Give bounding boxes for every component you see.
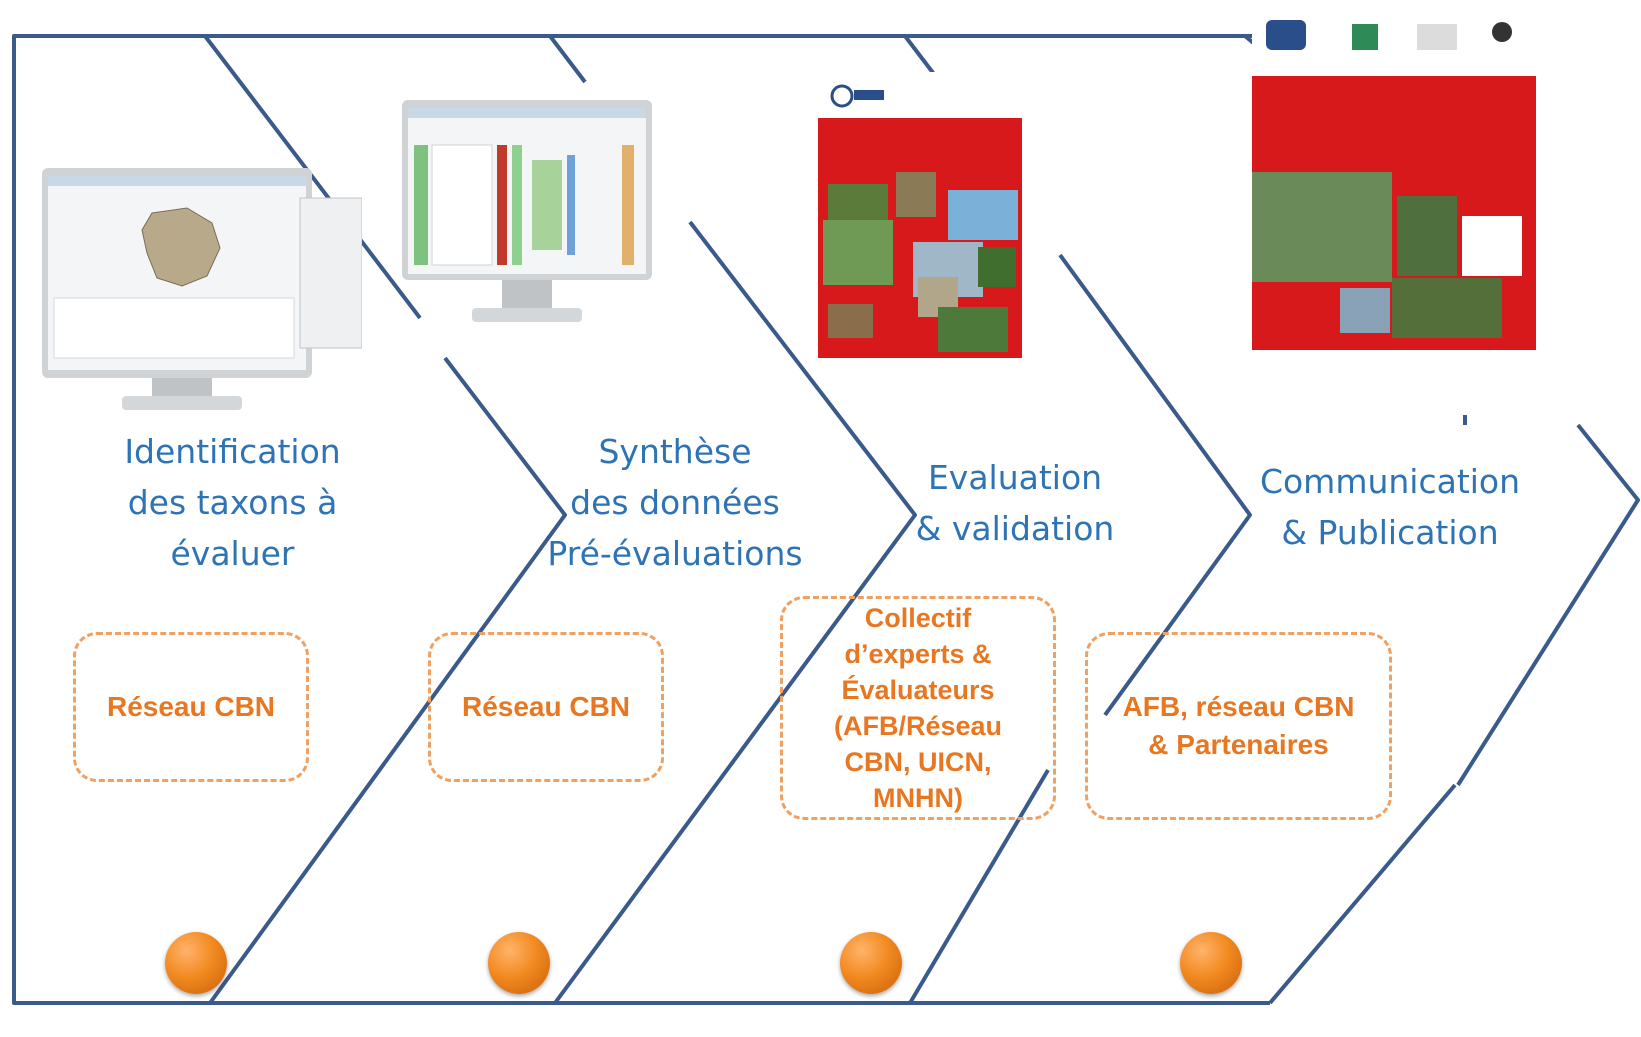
computer-monitor-table-illustration xyxy=(402,100,652,322)
computer-monitor-map-illustration xyxy=(42,168,362,410)
stage-1-title: Identification des taxons à évaluer xyxy=(100,426,365,579)
stage-4-actor-line-2: & Partenaires xyxy=(1148,729,1329,760)
chevron-divider-1-upper xyxy=(203,34,422,320)
stage-2-title-line-3: Pré-évaluations xyxy=(547,534,803,573)
stage-1-actor-label: Réseau CBN xyxy=(106,691,276,722)
milestone-dot-2 xyxy=(488,932,550,994)
chevron-divider-2-upper xyxy=(548,34,587,84)
stage-1-actor-box: Réseau CBN xyxy=(73,632,309,782)
stage-3-title: Evaluation & validation xyxy=(885,452,1145,554)
stage-3-actor-line-3: Évaluateurs xyxy=(841,675,995,705)
frame-left-edge xyxy=(12,34,280,1005)
stage-1-title-line-3: évaluer xyxy=(170,534,295,573)
stage-2-title-line-1: Synthèse xyxy=(598,432,752,471)
stage-3-actor-line-5: CBN, UICN, xyxy=(844,747,992,777)
stage-4-title-line-2: & Publication xyxy=(1281,513,1499,552)
chevron-divider-3-lower xyxy=(1058,253,1252,717)
stage-2-title: Synthèse des données Pré-évaluations xyxy=(540,426,810,579)
stage-3-actor-line-4: (AFB/Réseau xyxy=(833,711,1003,741)
stage-3-actor-line-6: MNHN) xyxy=(873,783,963,813)
stage-3-actor-line-1: Collectif xyxy=(864,603,972,633)
chevron-arrow-tip xyxy=(1456,423,1640,787)
stage-2-actor-box: Réseau CBN xyxy=(428,632,664,782)
chevron-divider-4-lower xyxy=(1268,783,1457,1005)
stage-2-title-line-2: des données xyxy=(570,483,780,522)
chevron-divider-3-tail xyxy=(908,768,1050,1005)
stage-3-actor-line-2: d’experts & xyxy=(844,639,992,669)
stage-1-title-line-1: Identification xyxy=(124,432,341,471)
uicn-guide-cover-illustration xyxy=(818,72,1022,358)
stage-4-title-line-1: Communication xyxy=(1259,462,1521,501)
red-list-report-cover-illustration xyxy=(1252,6,1536,350)
stage-4-actor-line-1: AFB, réseau CBN xyxy=(1122,691,1355,722)
stage-4-title: Communication & Publication xyxy=(1240,456,1540,558)
chevron-divider-1-lower xyxy=(208,356,567,1005)
stage-3-actor-text: Collectif d’experts & Évaluateurs (AFB/R… xyxy=(834,600,1002,816)
stage-2-actor-label: Réseau CBN xyxy=(461,691,631,722)
stage-4-actor-text: AFB, réseau CBN & Partenaires xyxy=(1123,688,1355,764)
stage-3-title-line-2: & validation xyxy=(915,509,1115,548)
stage-3-actor-box: Collectif d’experts & Évaluateurs (AFB/R… xyxy=(780,596,1056,820)
stage-4-actor-box: AFB, réseau CBN & Partenaires xyxy=(1085,632,1392,820)
milestone-dot-1 xyxy=(165,932,227,994)
milestone-dot-3 xyxy=(840,932,902,994)
stage-1-title-line-2: des taxons à xyxy=(127,483,338,522)
stage-3-title-line-1: Evaluation xyxy=(927,458,1103,497)
milestone-dot-4 xyxy=(1180,932,1242,994)
chevron-divider-2-lower xyxy=(553,220,917,1005)
